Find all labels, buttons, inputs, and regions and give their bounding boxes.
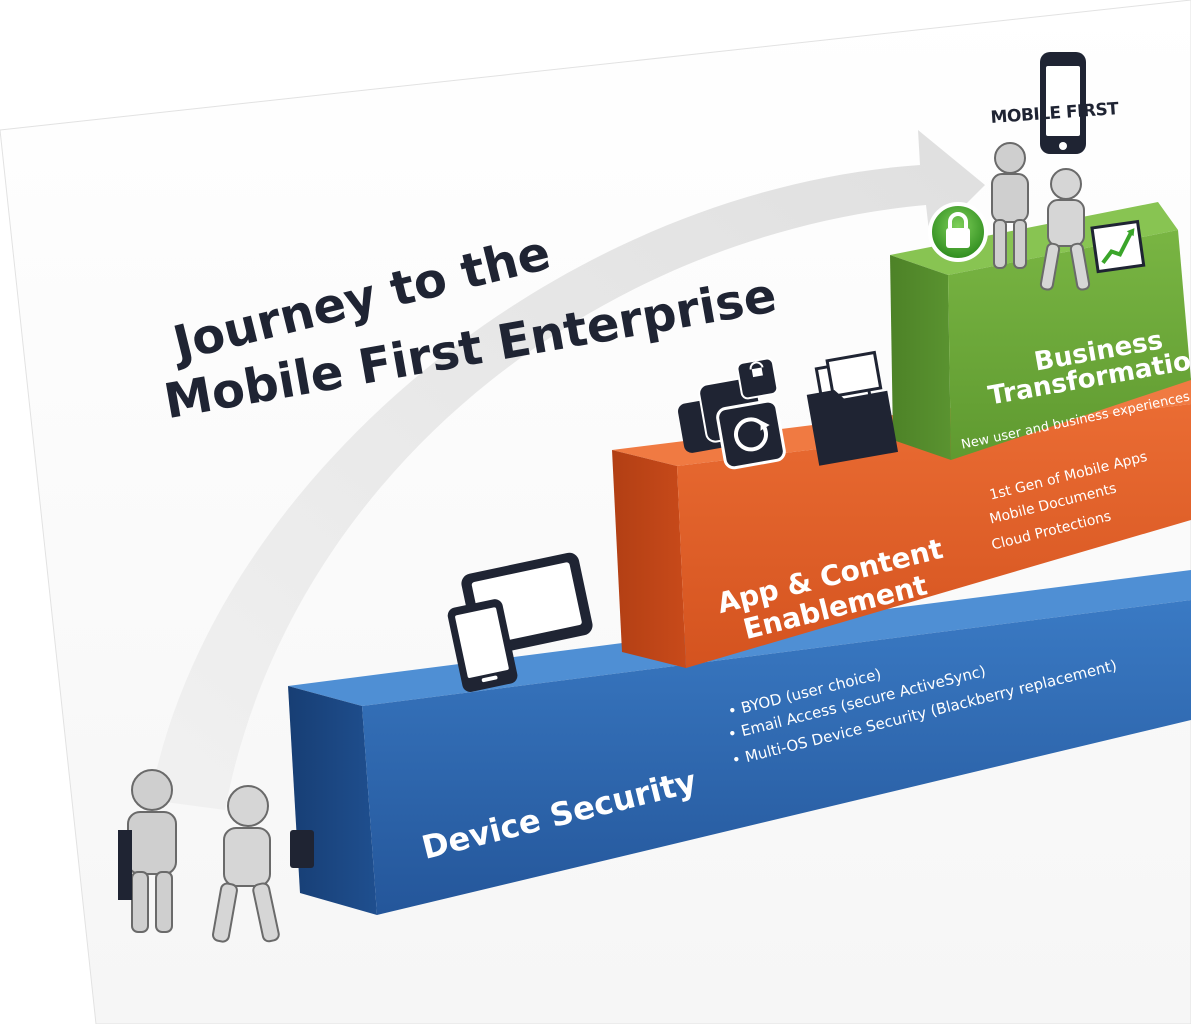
smartphone-icon [1040,52,1086,154]
tablet-phone-icon [447,552,593,692]
person-icon-top-left [991,142,1029,269]
person-icon-bottom-left [118,769,177,933]
chart-icon [1090,219,1146,274]
app-icons [678,357,786,470]
person-icon-top-right [1039,168,1091,291]
folder-icon [806,350,899,466]
lock-icon [928,202,988,262]
journey-arrow [150,130,985,810]
person-icon-bottom-right [212,785,314,943]
